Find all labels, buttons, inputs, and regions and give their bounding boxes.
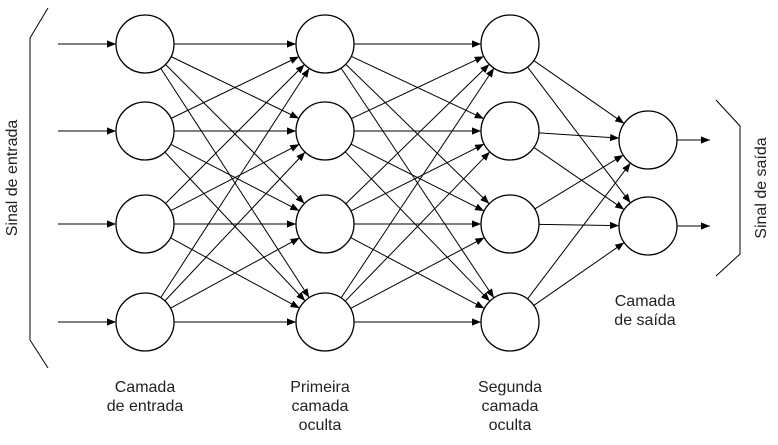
input-layer-label-line1: Camada [114, 379, 176, 396]
hidden2-label-line3: oculta [488, 417, 532, 434]
hidden1-neuron [295, 194, 355, 254]
connection-arrow [164, 151, 306, 302]
connection-arrow [534, 154, 624, 210]
input-neuron [115, 101, 175, 161]
input-layer-label-line2: de entrada [106, 398, 184, 415]
input-neuron [115, 14, 175, 74]
hidden2-neuron [480, 194, 540, 254]
hidden1-label-line2: camada [291, 398, 349, 415]
connection-arrow [345, 63, 490, 205]
hidden1-label: Primeira camada oculta [270, 378, 370, 435]
input-signal-label: Sinal de entrada [4, 119, 21, 237]
output-layer-label: Camada de saída [595, 292, 695, 330]
output-neuron [618, 196, 678, 256]
connection-arrow [344, 151, 491, 302]
hidden2-neuron [480, 292, 540, 352]
connection-arrow [170, 56, 300, 119]
output-signal-label: Sinal de saída [753, 137, 770, 239]
hidden2-neuron [480, 101, 540, 161]
connection-arrow [527, 162, 631, 300]
connection-arrow [350, 237, 485, 309]
connection-arrow [538, 221, 620, 230]
input-layer-label: Camada de entrada [90, 378, 200, 416]
connection-arrow [533, 242, 625, 306]
hidden1-neuron [295, 101, 355, 161]
connection-arrow [538, 132, 620, 142]
connection-arrow [350, 143, 485, 212]
output-layer-label-line1: Camada [614, 293, 676, 310]
hidden2-label-line2: camada [481, 398, 539, 415]
connection-arrow [170, 143, 300, 212]
hidden1-label-line3: oculta [298, 417, 342, 434]
hidden1-neuron [295, 292, 355, 352]
connection-arrow [351, 55, 484, 120]
output-neuron [618, 110, 678, 170]
hidden1-label-line1: Primeira [290, 379, 350, 396]
output-signal-bracket [715, 99, 741, 277]
input-neuron [115, 194, 175, 254]
hidden2-neuron [480, 14, 540, 74]
input-neuron [115, 292, 175, 352]
connection-arrow [170, 237, 300, 309]
output-layer-label-line2: de saída [614, 312, 676, 329]
connection-arrow [340, 67, 495, 299]
connection-arrow [533, 60, 625, 124]
hidden1-neuron [295, 14, 355, 74]
input-signal-bracket [29, 7, 49, 369]
hidden2-label: Segunda camada oculta [460, 378, 560, 435]
connection-arrow [160, 68, 310, 298]
connection-arrow [165, 64, 305, 204]
connection-arrow [533, 147, 625, 210]
hidden2-label-line1: Segunda [477, 379, 543, 396]
